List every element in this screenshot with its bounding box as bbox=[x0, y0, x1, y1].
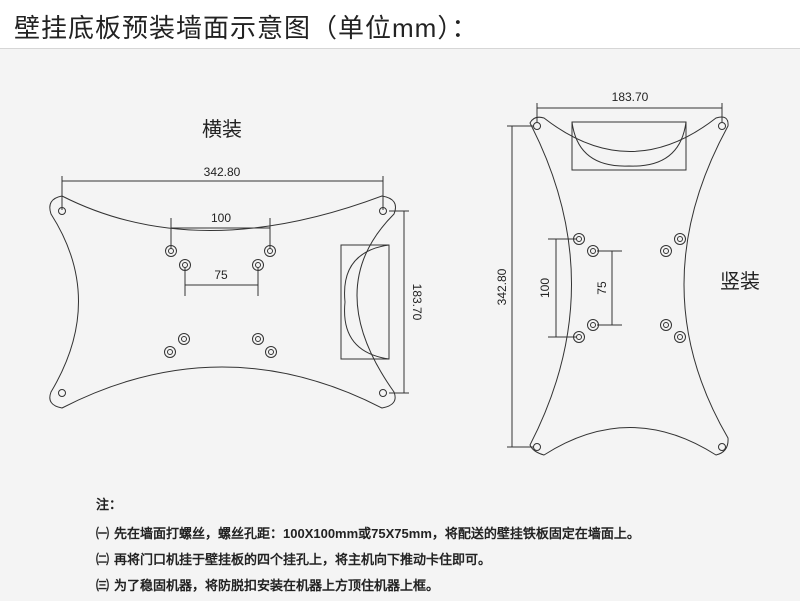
vertical-slot bbox=[571, 121, 687, 171]
vertical-hole-spacing-inner: 75 bbox=[595, 281, 609, 295]
vertical-hole-spacing-outer: 100 bbox=[538, 278, 552, 298]
horizontal-height-dimension: 183.70 bbox=[410, 284, 424, 321]
horizontal-slot-bracket bbox=[344, 244, 390, 360]
note-number: ㈠ bbox=[96, 526, 110, 541]
note-item: ㈠ 先在墙面打螺丝，螺丝孔距：100X100mm或75X75mm，将配送的壁挂铁… bbox=[96, 523, 640, 542]
notes-heading: 注： bbox=[96, 497, 123, 512]
mount-hole-pair bbox=[573, 319, 599, 343]
vertical-label: 竖装 bbox=[720, 270, 760, 293]
mount-hole-pair bbox=[660, 319, 686, 343]
horizontal-plate-outline bbox=[49, 195, 396, 409]
note-text: 先在墙面打螺丝，螺丝孔距：100X100mm或75X75mm，将配送的壁挂铁板固… bbox=[114, 526, 640, 541]
corner-hole bbox=[58, 389, 66, 397]
mount-hole-pair bbox=[252, 245, 276, 271]
horizontal-label: 横装 bbox=[202, 118, 242, 141]
mount-hole-pair bbox=[164, 333, 190, 358]
header-bar: 壁挂底板预装墙面示意图（单位mm）： bbox=[0, 0, 800, 49]
horizontal-plate bbox=[49, 176, 409, 409]
corner-hole bbox=[379, 389, 387, 397]
vertical-height-dimension: 342.80 bbox=[495, 268, 509, 305]
mount-hole-pair bbox=[660, 233, 686, 257]
notes-section: 注： ㈠ 先在墙面打螺丝，螺丝孔距：100X100mm或75X75mm，将配送的… bbox=[96, 494, 640, 601]
note-item: ㈡ 再将门口机挂于壁挂板的四个挂孔上，将主机向下推动卡住即可。 bbox=[96, 549, 640, 568]
corner-hole bbox=[533, 122, 541, 130]
note-text: 为了稳固机器，将防脱扣安装在机器上方顶住机器上框。 bbox=[114, 578, 440, 593]
note-number: ㈢ bbox=[96, 578, 110, 593]
horizontal-width-dimension: 342.80 bbox=[204, 165, 241, 179]
horizontal-hole-spacing-inner: 75 bbox=[214, 268, 228, 282]
vertical-slot-bracket bbox=[571, 121, 687, 167]
mount-hole-pair bbox=[165, 245, 191, 271]
vertical-plate bbox=[507, 103, 729, 456]
corner-hole bbox=[533, 443, 541, 451]
page-title: 壁挂底板预装墙面示意图（单位mm）： bbox=[14, 13, 479, 43]
note-item: ㈢ 为了稳固机器，将防脱扣安装在机器上方顶住机器上框。 bbox=[96, 575, 640, 594]
vertical-width-dimension: 183.70 bbox=[612, 90, 649, 104]
horizontal-slot bbox=[340, 244, 390, 360]
vertical-plate-outline bbox=[529, 116, 729, 456]
mount-hole-pair bbox=[252, 333, 277, 358]
corner-hole bbox=[718, 443, 726, 451]
note-number: ㈡ bbox=[96, 552, 110, 567]
mount-hole-pair bbox=[573, 233, 599, 257]
corner-hole bbox=[718, 122, 726, 130]
mounting-diagram: 横装 342.80 100 75 183.70 竖装 183.70 342.80… bbox=[49, 90, 760, 456]
note-text: 再将门口机挂于壁挂板的四个挂孔上，将主机向下推动卡住即可。 bbox=[114, 552, 492, 567]
horizontal-hole-spacing-outer: 100 bbox=[211, 211, 231, 225]
